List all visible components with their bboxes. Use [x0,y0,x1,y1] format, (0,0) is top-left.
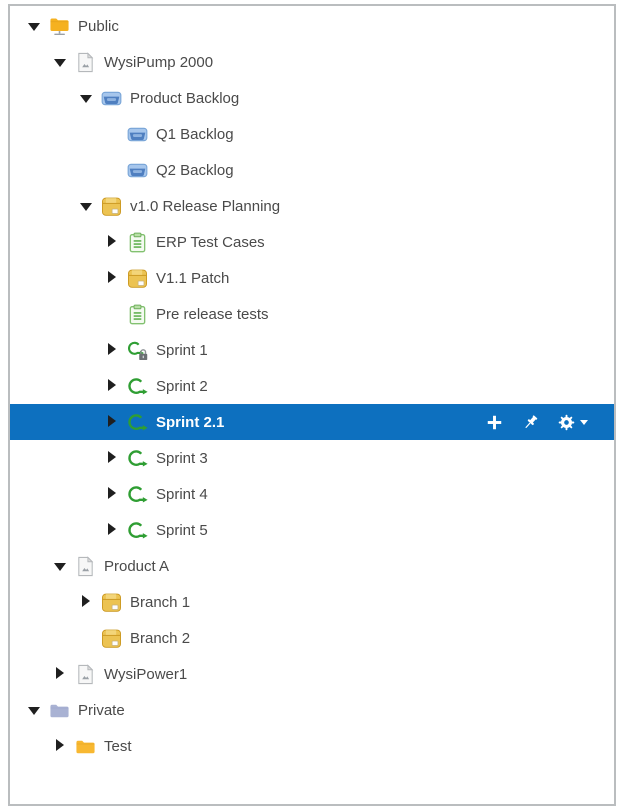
expander-spacer [106,163,119,177]
gear-icon [557,413,576,432]
tree-item-label: Branch 1 [130,593,191,611]
project-document-icon [75,555,96,577]
expander-icon[interactable] [106,451,119,465]
tree-row[interactable]: ERP Test Cases [10,224,614,260]
tree-item-label: Product Backlog [130,89,240,107]
test-clipboard-icon [127,304,148,325]
tree-item-label: Branch 2 [130,629,191,647]
tree-item-label: V1.1 Patch [156,269,230,287]
expander-icon[interactable] [80,595,93,609]
sprint-icon [127,376,148,397]
tree-row[interactable]: Test [10,728,614,764]
expander-icon[interactable] [80,199,93,213]
release-package-icon [101,628,122,649]
expander-icon[interactable] [54,667,67,681]
tree-item-label: Sprint 1 [156,341,208,359]
tree-item-label: Sprint 2.1 [156,413,225,431]
expander-icon[interactable] [28,19,41,33]
backlog-tray-icon [127,160,148,181]
sprint-locked-icon [127,340,148,361]
expander-icon[interactable] [106,343,119,357]
tree-row[interactable]: Branch 2 [10,620,614,656]
plus-icon [485,413,504,432]
tree-item-label: Private [78,701,125,719]
tree-row[interactable]: Branch 1 [10,584,614,620]
selected-row-actions [485,413,614,432]
tree-item-label: ERP Test Cases [156,233,265,251]
tree-item-label: v1.0 Release Planning [130,197,281,215]
expander-icon[interactable] [106,271,119,285]
release-package-icon [101,592,122,613]
project-document-icon [75,51,96,73]
chevron-down-icon [580,419,588,425]
tree-row[interactable]: Private [10,692,614,728]
tree-item-label: Q2 Backlog [156,161,234,179]
tree-row[interactable]: WysiPump 2000 [10,44,614,80]
expander-icon[interactable] [106,415,119,429]
backlog-tray-icon [127,124,148,145]
tree-item-label: Public [78,17,119,35]
tree-row[interactable]: Sprint 3 [10,440,614,476]
tree-item-label: Sprint 4 [156,485,208,503]
tree-row[interactable]: Sprint 5 [10,512,614,548]
pin-button[interactable] [521,413,540,432]
tree-row[interactable]: Sprint 2 [10,368,614,404]
expander-icon[interactable] [54,55,67,69]
test-clipboard-icon [127,232,148,253]
expander-icon[interactable] [106,379,119,393]
sprint-icon [127,520,148,541]
tree-item-label: Pre release tests [156,305,269,323]
expander-spacer [80,631,93,645]
shared-folder-icon [49,16,70,37]
add-button[interactable] [485,413,504,432]
private-folder-icon [49,700,70,721]
expander-icon[interactable] [106,235,119,249]
tree-row[interactable]: Sprint 2.1 [10,404,614,440]
tree-row[interactable]: Product A [10,548,614,584]
tree-row[interactable]: Public [10,8,614,44]
expander-icon[interactable] [106,523,119,537]
tree-row[interactable]: Sprint 1 [10,332,614,368]
expander-spacer [106,127,119,141]
project-document-icon [75,663,96,685]
tree-item-label: Q1 Backlog [156,125,234,143]
tree-item-label: Sprint 5 [156,521,208,539]
release-package-icon [101,196,122,217]
tree-item-label: Product A [104,557,170,575]
release-package-icon [127,268,148,289]
tree-item-label: Test [104,737,132,755]
tree-row[interactable]: Sprint 4 [10,476,614,512]
expander-icon[interactable] [54,739,67,753]
expander-icon[interactable] [54,559,67,573]
expander-icon[interactable] [80,91,93,105]
sprint-icon [127,484,148,505]
tree-row[interactable]: Q2 Backlog [10,152,614,188]
pin-icon [521,413,540,432]
settings-button[interactable] [557,413,588,432]
tree-row[interactable]: Pre release tests [10,296,614,332]
expander-icon[interactable] [106,487,119,501]
expander-icon[interactable] [28,703,41,717]
sprint-icon [127,412,148,433]
test-folder-icon [75,736,96,757]
tree-item-label: Sprint 3 [156,449,208,467]
tree-row[interactable]: Q1 Backlog [10,116,614,152]
expander-spacer [106,307,119,321]
backlog-tray-icon [101,88,122,109]
tree-row[interactable]: WysiPower1 [10,656,614,692]
tree-row[interactable]: Product Backlog [10,80,614,116]
tree-row[interactable]: V1.1 Patch [10,260,614,296]
tree-row[interactable]: v1.0 Release Planning [10,188,614,224]
tree-item-label: WysiPump 2000 [104,53,214,71]
sprint-icon [127,448,148,469]
tree-item-label: Sprint 2 [156,377,208,395]
tree-item-label: WysiPower1 [104,665,188,683]
